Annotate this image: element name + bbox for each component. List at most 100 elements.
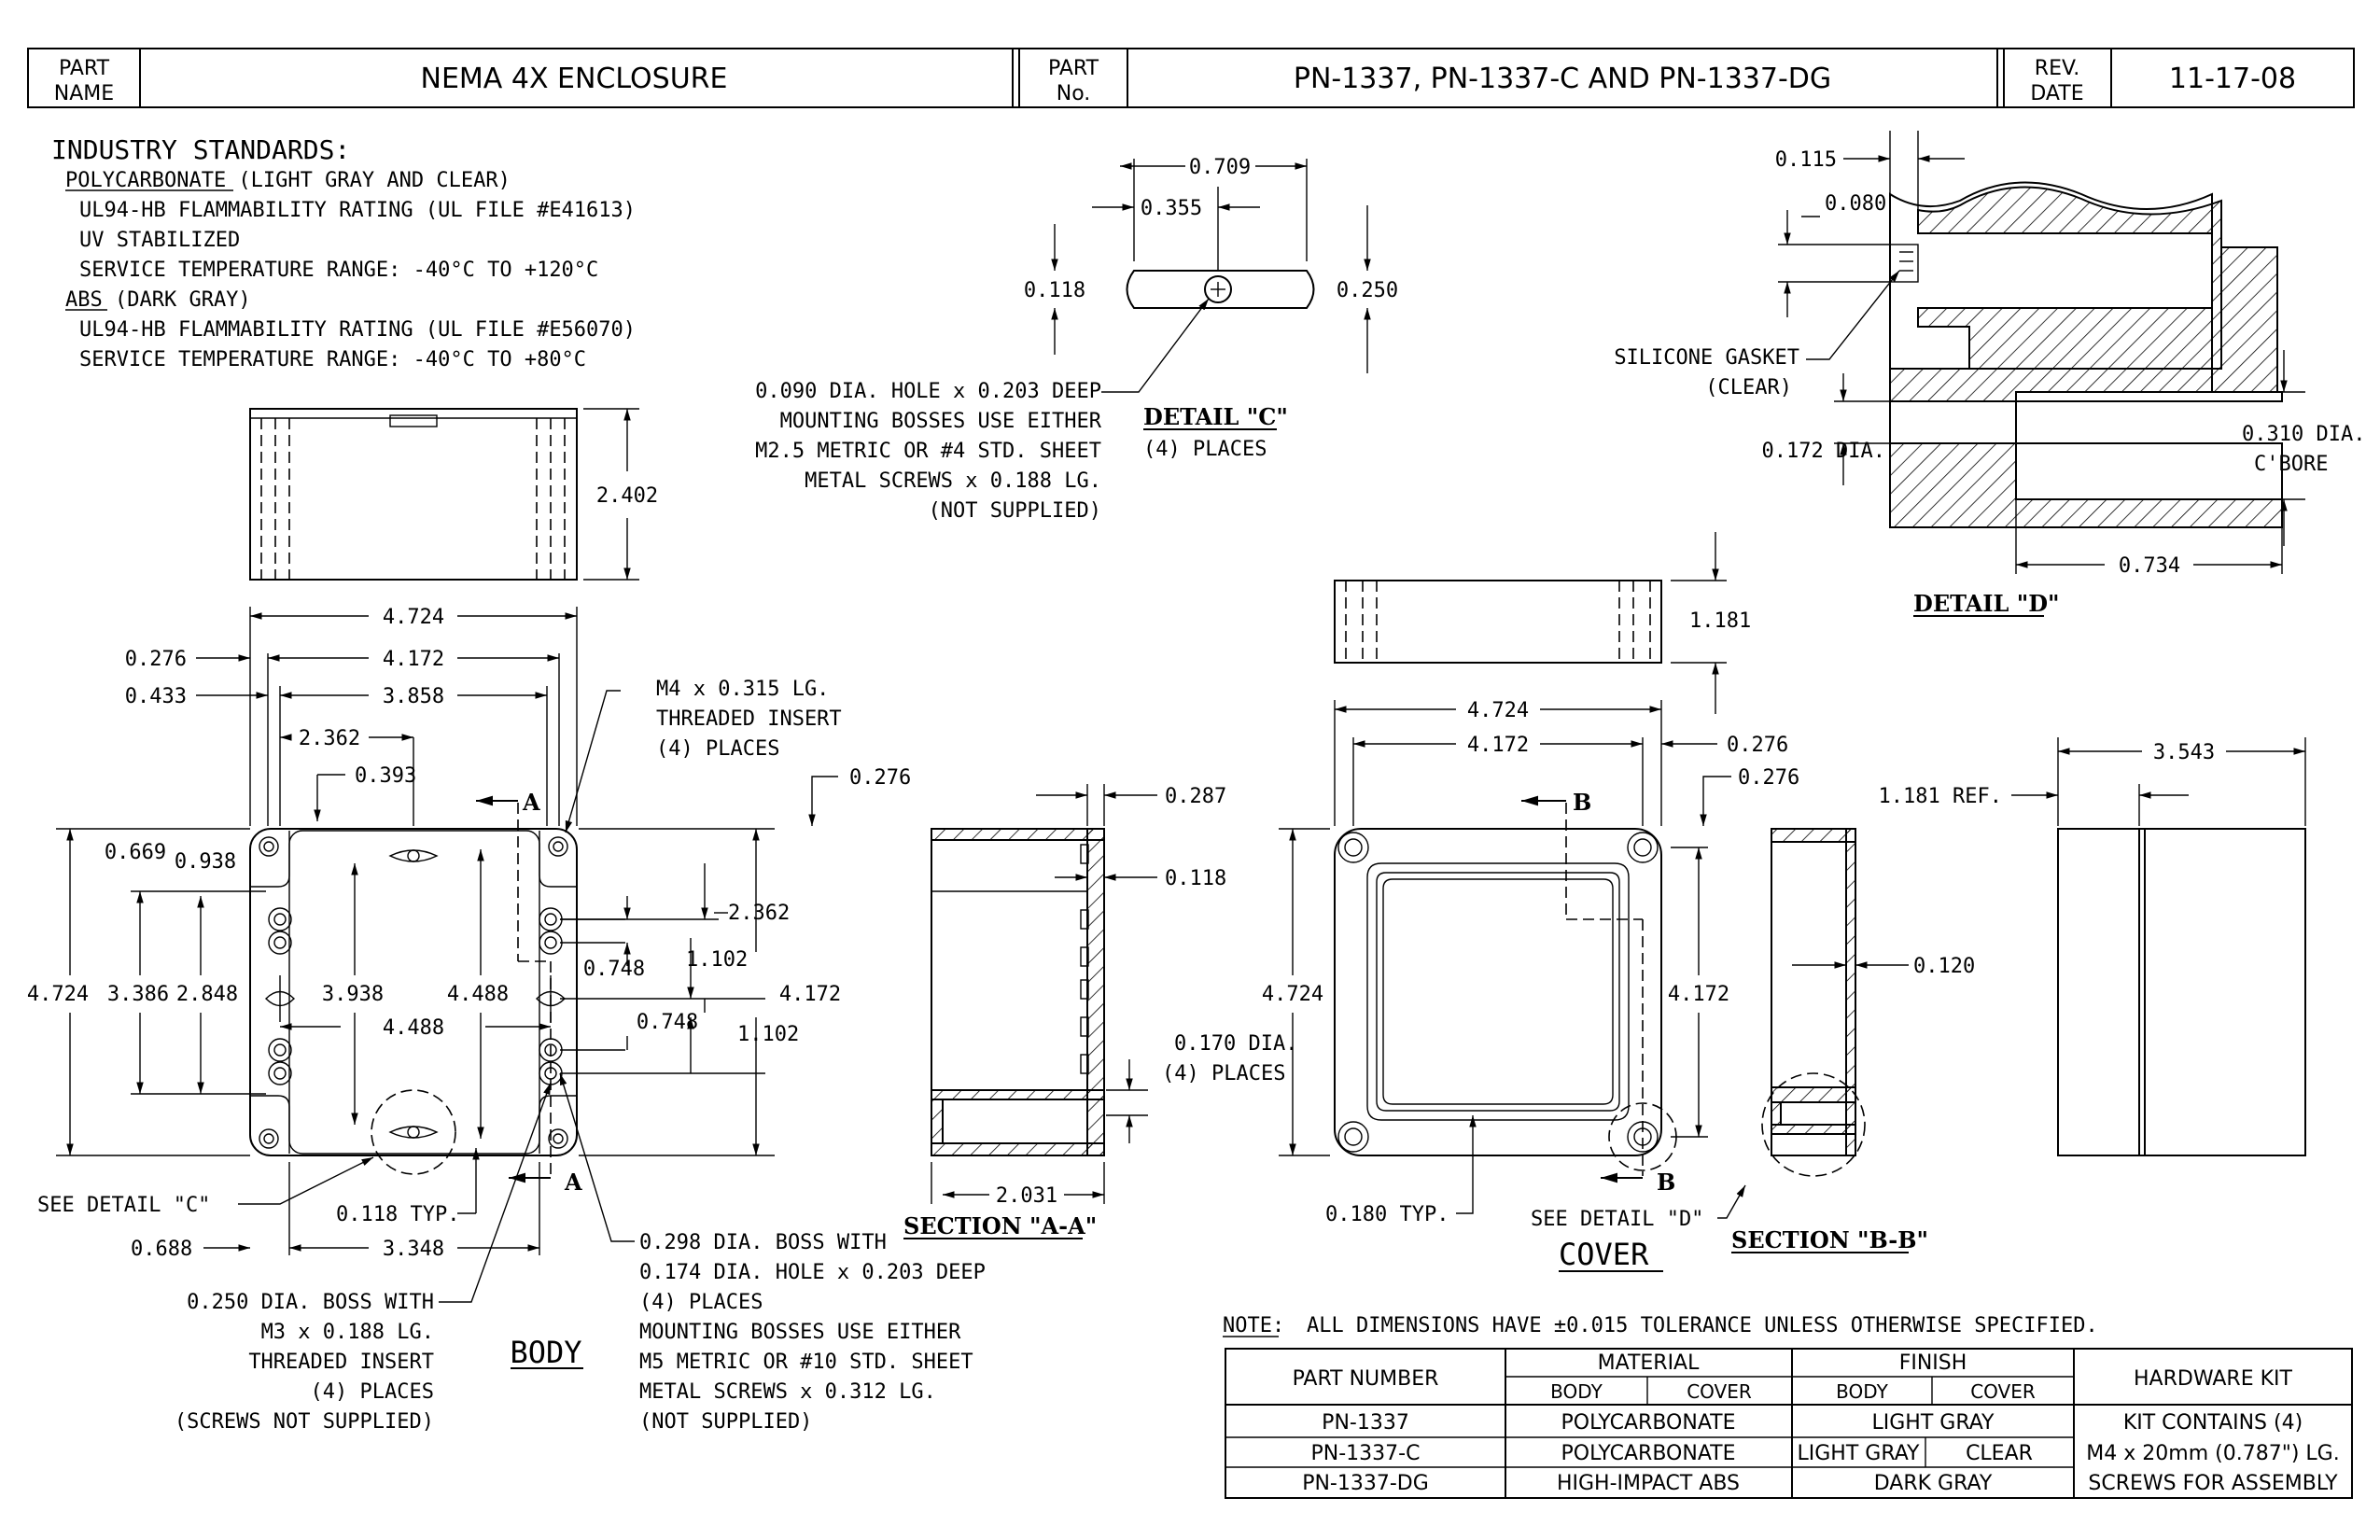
body-top-view: 4.724 4.172 3.858 2.362 0.393 0.276 0.43… (27, 606, 986, 1434)
body-boss-note2-0: 0.298 DIA. BOSS WITH (639, 1231, 887, 1254)
detail-d-dim-0: 0.115 (1775, 148, 1837, 172)
table-header-finish: FINISH (1899, 1351, 1967, 1375)
body-boss-note-1: M3 x 0.188 LG. (261, 1321, 434, 1344)
cover-dim-0: 4.724 (1467, 699, 1529, 722)
body-dim-misc-4: 1.102 (686, 948, 748, 972)
body-boss-note2-6: (NOT SUPPLIED) (639, 1410, 812, 1434)
parts-table: PART NUMBER MATERIAL FINISH HARDWARE KIT… (1225, 1348, 2353, 1499)
section-aa-dim-0: 0.287 (1165, 785, 1226, 808)
table-row-1-material: POLYCARBONATE (1561, 1442, 1735, 1465)
detail-c-callout-circle (371, 1089, 456, 1175)
body-dim-top-0: 4.724 (383, 606, 444, 629)
industry-standards: INDUSTRY STANDARDS: POLYCARBONATE (LIGHT… (51, 134, 636, 371)
standards-line-2: UV STABILIZED (79, 229, 240, 252)
section-bb-dim: 0.120 (1913, 955, 1975, 978)
body-dim-top-2: 3.858 (383, 685, 444, 708)
section-bb-title: SECTION "B-B" (1731, 1226, 1928, 1253)
corner-hole-bl (259, 1128, 279, 1149)
detail-c-note-2: M2.5 METRIC OR #4 STD. SHEET (755, 440, 1101, 463)
detail-c-dim-2: 0.118 (1024, 279, 1085, 302)
table-row-1-finish-cover: CLEAR (1966, 1442, 2033, 1465)
detail-d-dim-1: 0.080 (1825, 192, 1886, 216)
detail-d-dim-5: 0.734 (2119, 554, 2180, 578)
body-bottom-dim-0: 0.688 (131, 1238, 192, 1261)
body-boss-note-4: (SCREWS NOT SUPPLIED) (175, 1410, 434, 1434)
detail-d-dim-3: 0.310 DIA. (2242, 423, 2365, 446)
hardware-dim-1: 3.543 (2153, 741, 2215, 764)
detail-c-dim-3: 0.250 (1337, 279, 1398, 302)
section-b-b: 0.120 SECTION "B-B" (1731, 828, 1975, 1253)
table-finish-body: BODY (1836, 1380, 1888, 1403)
detail-d-title: DETAIL "D" (1913, 590, 2060, 617)
title-block: PART NAME NEMA 4X ENCLOSURE PART No. PN-… (27, 48, 2355, 108)
table-header-part: PART NUMBER (1293, 1367, 1439, 1391)
detail-d-dim-2: 0.172 DIA. (1762, 440, 1885, 463)
body-dim-misc-5: 0.748 (583, 958, 645, 981)
body-side-height: 2.402 (596, 484, 658, 508)
detail-c-dim-0: 0.709 (1189, 156, 1251, 179)
detail-c-places: (4) PLACES (1143, 438, 1267, 461)
table-row-1-part: PN-1337-C (1311, 1442, 1421, 1465)
table-kit-0: KIT CONTAINS (4) (2123, 1411, 2303, 1435)
section-a-a: 0.287 0.118 0.170 DIA. (4) PLACES 2.031 … (903, 784, 1297, 1239)
corner-hole-br (548, 1128, 568, 1149)
cover-side-height: 1.181 (1689, 609, 1751, 633)
body-typ: 0.118 TYP. (336, 1203, 459, 1226)
body-dim-misc-2: 4.488 (383, 1016, 444, 1040)
hole-circle (1204, 275, 1232, 303)
standards-line-3: SERVICE TEMPERATURE RANGE: -40°C TO +120… (79, 259, 598, 282)
standards-line-5: UL94-HB FLAMMABILITY RATING (UL FILE #E5… (79, 318, 636, 342)
body-boss-note2-3: MOUNTING BOSSES USE EITHER (639, 1321, 961, 1344)
note-text: ALL DIMENSIONS HAVE ±0.015 TOLERANCE UNL… (1307, 1314, 2098, 1337)
body-boss-note-0: 0.250 DIA. BOSS WITH (187, 1291, 434, 1314)
table-row-0-part: PN-1337 (1322, 1411, 1409, 1435)
body-dim-vert-0: 4.724 (27, 983, 89, 1006)
table-row-2-part: PN-1337-DG (1302, 1472, 1429, 1495)
part-name: NEMA 4X ENCLOSURE (421, 63, 728, 95)
table-header-kit: HARDWARE KIT (2134, 1367, 2293, 1391)
body-boss-note2-2: (4) PLACES (639, 1291, 763, 1314)
cover-outline (1334, 828, 1662, 1156)
cover-dim-2: 0.276 (1727, 734, 1788, 757)
section-mark-a-bottom: A (564, 1169, 582, 1196)
detail-c-title: DETAIL "C" (1143, 403, 1288, 430)
standards-heading: INDUSTRY STANDARDS: (51, 134, 350, 165)
body-dim-left-1: 0.433 (125, 685, 187, 708)
detail-c-note-0: 0.090 DIA. HOLE x 0.203 DEEP (755, 380, 1101, 403)
table-row-2-finish: DARK GRAY (1874, 1472, 1993, 1495)
rev-label-1: REV. (2035, 57, 2079, 80)
section-mark-b-top: B (1573, 789, 1591, 816)
body-side-view: 2.402 (249, 408, 658, 581)
table-kit-1: M4 x 20mm (0.787") LG. (2086, 1442, 2339, 1465)
part-name-label-2: NAME (54, 82, 114, 105)
table-header-material: MATERIAL (1598, 1351, 1700, 1375)
section-mark-a-top: A (522, 789, 540, 816)
detail-d-dim-4: C'BORE (2254, 453, 2328, 476)
body-dim-misc-7: 1.102 (737, 1023, 799, 1046)
body-dim-misc-8: 4.172 (779, 983, 841, 1006)
body-boss-note2-1: 0.174 DIA. HOLE x 0.203 DEEP (639, 1261, 986, 1284)
cover-hole-bl (1337, 1121, 1369, 1153)
hardware-dim-0: 1.181 REF. (1879, 785, 2002, 808)
rev-date: 11-17-08 (2169, 63, 2296, 95)
body-boss-note2-4: M5 METRIC OR #10 STD. SHEET (639, 1351, 973, 1374)
body-insert-note-1: THREADED INSERT (656, 707, 842, 731)
section-mark-b-bottom: B (1657, 1169, 1675, 1196)
detail-d-gasket-1: (CLEAR) (1705, 376, 1792, 399)
tolerance-note: NOTE: ALL DIMENSIONS HAVE ±0.015 TOLERAN… (1223, 1314, 2098, 1337)
table-material-cover: COVER (1687, 1380, 1752, 1403)
cover-label: COVER (1559, 1237, 1649, 1272)
detail-c-dim-1: 0.355 (1141, 197, 1202, 220)
rev-label-2: DATE (2030, 82, 2083, 105)
table-finish-cover: COVER (1970, 1380, 2036, 1403)
detail-c-note-3: METAL SCREWS x 0.188 LG. (805, 469, 1101, 493)
cover-hole-tr (1627, 832, 1659, 863)
standards-line-6: SERVICE TEMPERATURE RANGE: -40°C TO +80°… (79, 348, 586, 371)
body-label: BODY (510, 1335, 581, 1370)
detail-d-gasket-0: SILICONE GASKET (1614, 346, 1799, 370)
slot-outline (1126, 270, 1315, 309)
section-aa-dim-4: 2.031 (996, 1184, 1057, 1208)
body-boss-note-3: (4) PLACES (311, 1380, 434, 1404)
body-dim-top-1: 4.172 (383, 648, 444, 671)
